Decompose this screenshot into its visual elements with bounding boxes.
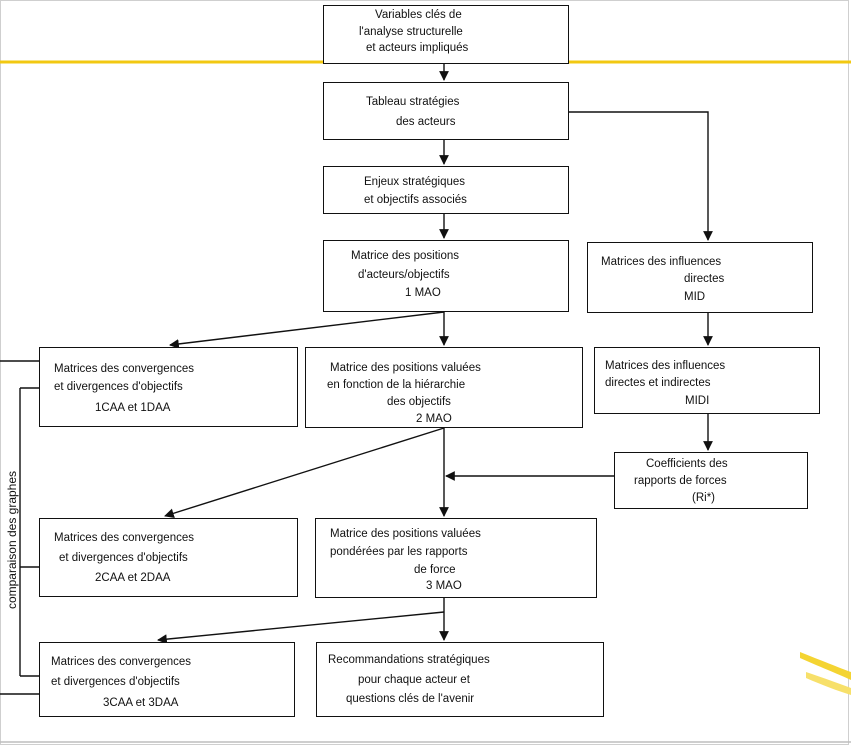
box-caa1-line-2: et divergences d'objectifs bbox=[54, 381, 183, 393]
box-variables-cles-line-2: l'analyse structurelle bbox=[359, 26, 463, 38]
box-midi: Matrices des influences directes et indi… bbox=[594, 347, 820, 414]
box-caa3-line-3: 3CAA et 3DAA bbox=[103, 697, 179, 709]
arrow-mao2-caa2 bbox=[164, 427, 445, 519]
box-midi-line-2: directes et indirectes bbox=[605, 377, 711, 389]
decor-swoosh-2 bbox=[806, 672, 851, 695]
box-tableau-strategies: Tableau stratégies des acteurs bbox=[323, 82, 569, 140]
box-mao1-line-2: d'acteurs/objectifs bbox=[358, 269, 450, 281]
box-enjeux-strategiques: Enjeux stratégiques et objectifs associé… bbox=[323, 166, 569, 214]
box-caa1: Matrices des convergences et divergences… bbox=[39, 347, 298, 427]
box-mao2-line-2: en fonction de la hiérarchie bbox=[327, 379, 466, 391]
decor-swoosh bbox=[800, 652, 851, 680]
box-mao3-line-2: pondérées par les rapports bbox=[330, 546, 468, 558]
box-matrice-1-mao: Matrice des positions d'acteurs/objectif… bbox=[323, 240, 569, 312]
box-mao2-line-1: Matrice des positions valuées bbox=[330, 362, 481, 374]
box-mao2-line-4: 2 MAO bbox=[416, 413, 452, 425]
box-caa3: Matrices des convergences et divergences… bbox=[39, 642, 295, 717]
box-matrice-2-mao: Matrice des positions valuées en fonctio… bbox=[305, 347, 583, 428]
box-caa2: Matrices des convergences et divergences… bbox=[39, 518, 298, 597]
box-caa2-line-3: 2CAA et 2DAA bbox=[95, 572, 171, 584]
box-tableau-line-1: Tableau stratégies bbox=[366, 96, 460, 108]
box-mao2-line-3: des objectifs bbox=[387, 396, 451, 408]
box-enjeux-line-1: Enjeux stratégiques bbox=[364, 176, 466, 188]
box-caa3-line-2: et divergences d'objectifs bbox=[51, 676, 180, 688]
box-midi-line-3: MIDI bbox=[685, 395, 710, 407]
box-mao3-line-4: 3 MAO bbox=[426, 580, 462, 592]
box-matrice-3-mao: Matrice des positions valuées pondérées … bbox=[315, 518, 597, 598]
box-variables-cles-line-1: Variables clés de bbox=[375, 9, 462, 21]
arrow-mao3-caa3 bbox=[157, 611, 445, 645]
arrow-tab-mid bbox=[569, 111, 713, 241]
box-reco-line-3: questions clés de l'avenir bbox=[346, 693, 475, 705]
box-ri-line-2: rapports de forces bbox=[634, 475, 727, 487]
box-mid-line-1: Matrices des influences bbox=[601, 256, 722, 268]
box-mid: Matrices des influences directes MID bbox=[587, 242, 813, 313]
box-caa2-line-1: Matrices des convergences bbox=[54, 532, 194, 544]
box-mao1-line-3: 1 MAO bbox=[405, 287, 441, 299]
box-variables-cles: Variables clés de l'analyse structurelle… bbox=[323, 5, 569, 64]
box-reco-line-1: Recommandations stratégiques bbox=[328, 654, 490, 666]
comparaison-graphes-label: comparaison des graphes bbox=[3, 460, 21, 620]
box-caa1-line-1: Matrices des convergences bbox=[54, 363, 194, 375]
box-enjeux-line-2: et objectifs associés bbox=[364, 194, 467, 206]
box-mao3-line-3: de force bbox=[414, 564, 456, 576]
box-mao1-line-1: Matrice des positions bbox=[351, 250, 460, 262]
box-coefficients-ri: Coefficients des rapports de forces (Ri*… bbox=[614, 452, 808, 509]
box-midi-line-1: Matrices des influences bbox=[605, 360, 726, 372]
box-caa1-line-3: 1CAA et 1DAA bbox=[95, 402, 171, 414]
box-reco-line-2: pour chaque acteur et bbox=[358, 674, 470, 686]
comparaison-graphes-text: comparaison des graphes bbox=[5, 470, 19, 610]
box-variables-cles-line-3: et acteurs impliqués bbox=[366, 42, 469, 54]
arrow-mao1-caa1 bbox=[169, 311, 445, 349]
box-caa3-line-1: Matrices des convergences bbox=[51, 656, 191, 668]
box-mid-line-3: MID bbox=[684, 291, 706, 303]
box-mid-line-2: directes bbox=[684, 273, 725, 285]
box-mao3-line-1: Matrice des positions valuées bbox=[330, 528, 481, 540]
box-recommandations: Recommandations stratégiques pour chaque… bbox=[316, 642, 604, 717]
box-caa2-line-2: et divergences d'objectifs bbox=[59, 552, 188, 564]
box-tableau-line-2: des acteurs bbox=[396, 116, 456, 128]
box-ri-line-1: Coefficients des bbox=[646, 458, 728, 470]
box-ri-line-3: (Ri*) bbox=[692, 492, 715, 504]
